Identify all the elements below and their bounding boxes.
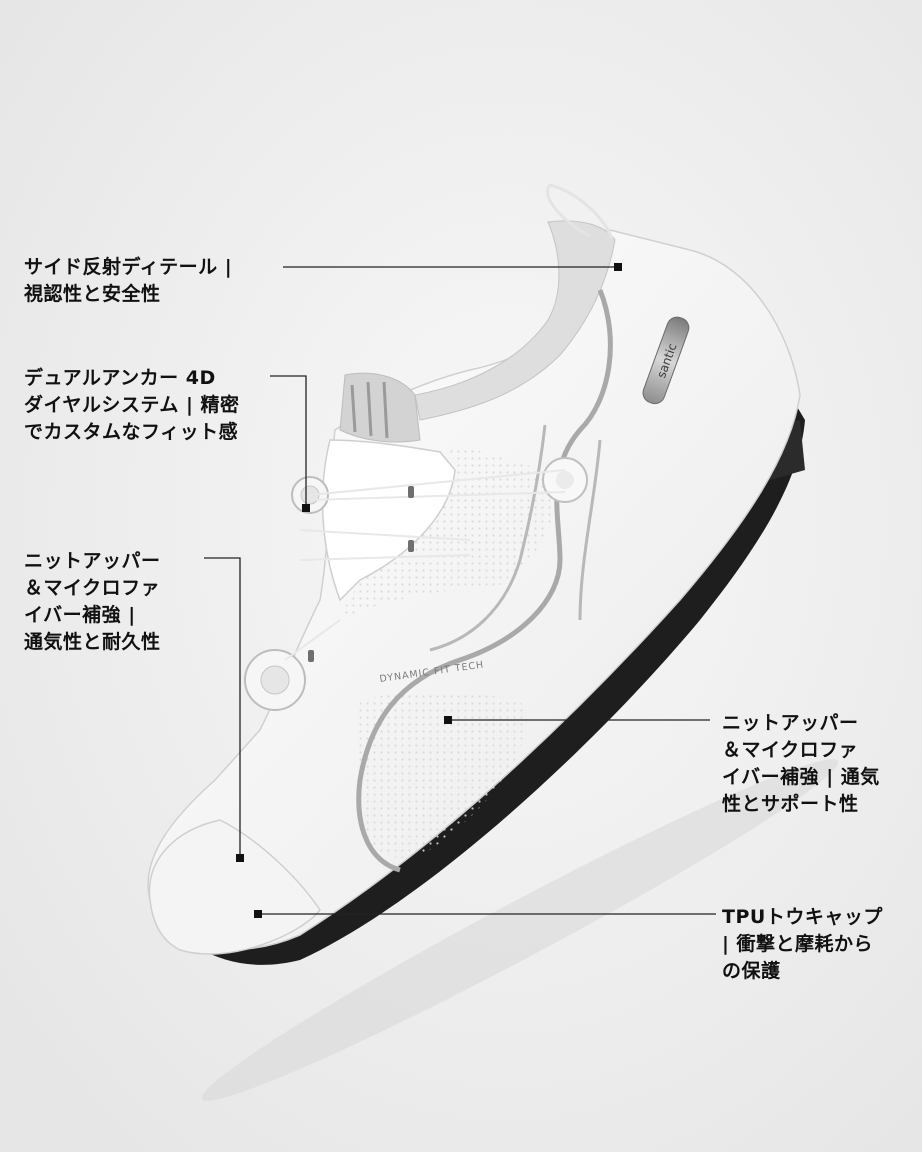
marker-reflective (614, 263, 622, 271)
reflective-trim-3 (578, 439, 602, 621)
collar-stripes (350, 381, 389, 439)
callout-knit-right: ニットアッパー ＆マイクロファ イバー補強 | 通気 性とサポート性 (722, 712, 880, 815)
lace-stoppers (308, 486, 414, 662)
reflective-trim (356, 289, 613, 873)
leader-dial (270, 375, 307, 508)
leader-lines (204, 263, 716, 918)
knit-heel-tab (339, 372, 421, 443)
toe-cap (148, 819, 321, 955)
lace-guide-icon (542, 457, 588, 503)
knit-collar (414, 220, 616, 421)
marker-toecap (254, 910, 262, 918)
leader-knit-left (204, 557, 241, 858)
marker-knit-left (236, 854, 244, 862)
mesh-panel-lower (355, 692, 526, 858)
reflective-trim-2 (429, 424, 547, 652)
brand-badge: santic (642, 316, 690, 405)
callout-reflective: サイド反射ディテール | 視認性と安全性 (24, 256, 233, 305)
dial-lower-icon (244, 649, 306, 711)
callout-toecap: TPUトウキャップ | 衝撃と摩耗から の保護 (722, 906, 883, 982)
shoe-shadow (201, 759, 839, 1101)
mesh-panel (340, 447, 560, 620)
heel-pull-loop (546, 183, 614, 239)
marker-knit-right (444, 716, 452, 724)
laces (284, 469, 566, 661)
callout-dial: デュアルアンカー 4D ダイヤルシステム | 精密 でカスタムなフィット感 (24, 367, 240, 443)
marker-dial (302, 504, 310, 512)
callout-knit-left: ニットアッパー ＆マイクロファ イバー補強 | 通気性と耐久性 (24, 550, 161, 653)
